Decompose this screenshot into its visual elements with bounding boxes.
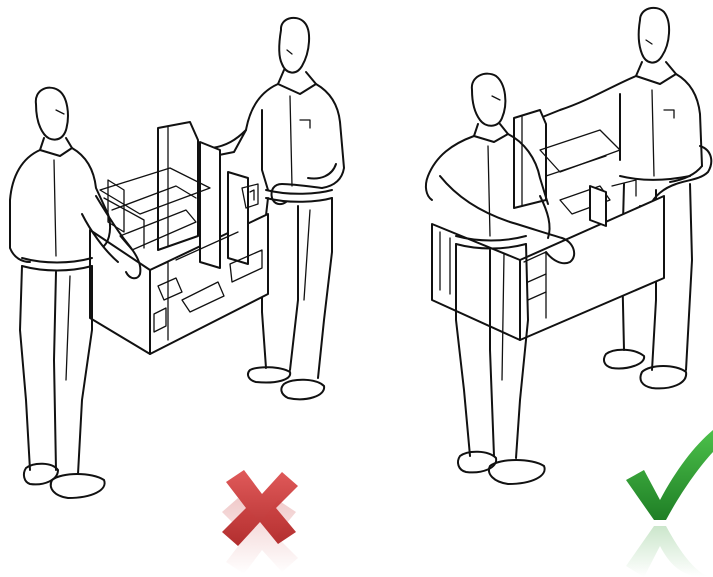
printer-box-correct	[432, 110, 664, 340]
correct-lift-panel	[426, 8, 713, 577]
check-mark-icon	[626, 430, 713, 520]
check-mark-reflection	[626, 526, 713, 577]
incorrect-lift-panel	[10, 18, 344, 574]
printer-box	[90, 122, 268, 354]
